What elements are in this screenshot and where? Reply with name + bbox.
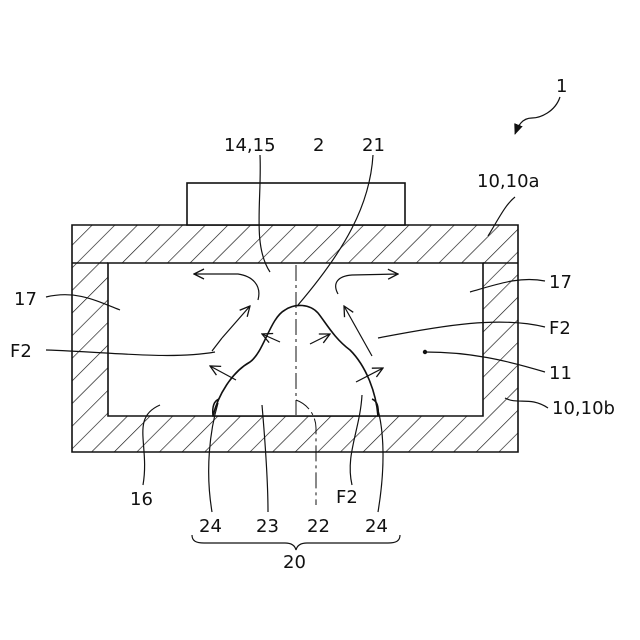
label-10-10a: 10,10a bbox=[477, 171, 540, 192]
label-f2-bottom: F2 bbox=[336, 487, 358, 508]
label-24-right: 24 bbox=[365, 516, 388, 537]
leader-f2-right bbox=[378, 322, 545, 338]
label-23: 23 bbox=[256, 516, 279, 537]
top-component-2 bbox=[187, 183, 405, 225]
leader-1 bbox=[515, 97, 560, 134]
label-21: 21 bbox=[362, 135, 385, 156]
flow-arrow-low-left bbox=[210, 366, 236, 380]
label-17-left: 17 bbox=[14, 289, 37, 310]
label-f2-right: F2 bbox=[549, 318, 571, 339]
flow-arrow-upper-left bbox=[194, 274, 259, 300]
label-2: 2 bbox=[313, 135, 324, 156]
flow-arrow-mid-left-2 bbox=[212, 338, 222, 351]
label-1: 1 bbox=[556, 76, 567, 97]
brace-20 bbox=[192, 535, 400, 550]
flow-arrow-mid-left bbox=[222, 306, 250, 338]
label-16: 16 bbox=[130, 489, 153, 510]
flow-arrow-upper-right bbox=[336, 274, 398, 294]
label-14-15: 14,15 bbox=[224, 135, 276, 156]
label-24-left: 24 bbox=[199, 516, 222, 537]
label-17-right: 17 bbox=[549, 272, 572, 293]
label-f2-left: F2 bbox=[10, 341, 32, 362]
label-20: 20 bbox=[283, 552, 306, 573]
label-22: 22 bbox=[307, 516, 330, 537]
label-10-10b: 10,10b bbox=[552, 398, 615, 419]
dot-11 bbox=[423, 350, 427, 354]
label-11: 11 bbox=[549, 363, 572, 384]
